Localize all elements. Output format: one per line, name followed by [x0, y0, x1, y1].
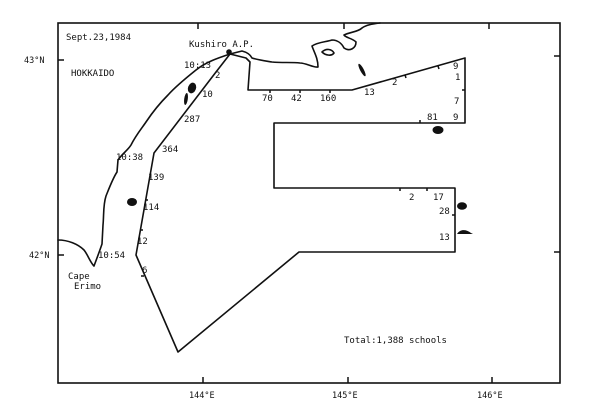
port-label: Kushiro A.P.: [189, 40, 254, 50]
svg-text:2: 2: [392, 78, 397, 88]
svg-text:287: 287: [184, 115, 200, 125]
coastline: [57, 22, 381, 267]
total-schools-label: Total:1,388 schools: [344, 336, 447, 346]
cape-label-2: Erimo: [74, 282, 101, 292]
map-frame: [57, 22, 561, 384]
time-label: 10:54: [98, 251, 125, 261]
track-ticks: [140, 65, 465, 277]
school-marker: [184, 93, 188, 105]
svg-text:139: 139: [148, 173, 164, 183]
lon-label-144: 144°E: [189, 391, 215, 401]
school-marker: [457, 202, 467, 210]
school-marker: [432, 126, 444, 134]
svg-text:160: 160: [320, 94, 336, 104]
svg-text:10: 10: [202, 90, 213, 100]
school-markers: [127, 63, 473, 234]
svg-text:364: 364: [162, 145, 178, 155]
school-marker: [457, 230, 473, 234]
school-marker: [358, 63, 366, 77]
lon-label-145: 145°E: [332, 391, 358, 401]
school-marker: [187, 82, 197, 94]
svg-text:13: 13: [364, 88, 375, 98]
svg-text:81: 81: [427, 113, 438, 123]
svg-text:28: 28: [439, 207, 450, 217]
survey-trackline: [135, 53, 466, 353]
frame-ticks: [58, 23, 560, 383]
svg-text:42: 42: [291, 94, 302, 104]
lon-label-146: 146°E: [477, 391, 503, 401]
school-count-labels: 2 10 287 364 139 114 12 6 70 42 160 13 2…: [137, 62, 460, 276]
svg-text:9: 9: [453, 113, 458, 123]
region-label: HOKKAIDO: [71, 69, 114, 79]
svg-text:70: 70: [262, 94, 273, 104]
lat-label-42: 42°N: [29, 251, 49, 261]
date-label: Sept.23,1984: [66, 33, 131, 43]
svg-text:1: 1: [455, 73, 460, 83]
svg-text:114: 114: [143, 203, 159, 213]
school-marker: [127, 198, 137, 206]
svg-text:17: 17: [433, 193, 444, 203]
time-label: 10:38: [116, 153, 143, 163]
svg-text:7: 7: [454, 97, 459, 107]
kushiro-port-marker: [226, 49, 232, 55]
svg-text:9: 9: [453, 62, 458, 72]
time-label: 10:13: [184, 61, 211, 71]
cape-label-1: Cape: [68, 272, 90, 282]
svg-text:2: 2: [409, 193, 414, 203]
coastline-inlet: [321, 48, 335, 56]
lat-label-43: 43°N: [24, 56, 44, 66]
svg-text:12: 12: [137, 237, 148, 247]
svg-text:2: 2: [215, 71, 220, 81]
svg-text:13: 13: [439, 233, 450, 243]
svg-text:6: 6: [142, 266, 147, 276]
